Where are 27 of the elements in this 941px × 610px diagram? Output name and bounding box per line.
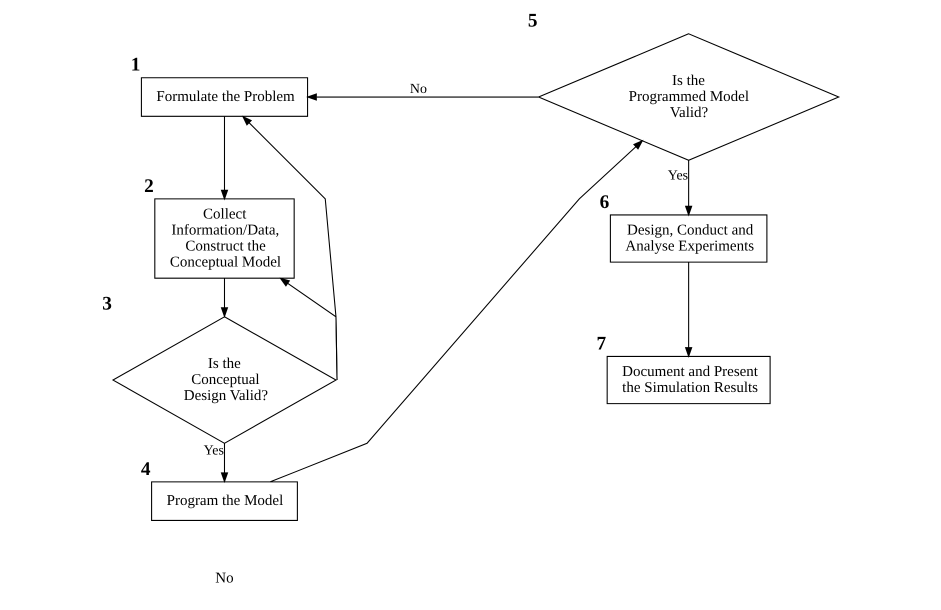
label: No <box>215 570 234 586</box>
node-diamond: Is the Conceptual Design Valid? <box>112 316 338 444</box>
node-label: 4 <box>140 458 151 480</box>
node-box: Program the Model <box>151 481 298 521</box>
arrow <box>279 278 338 380</box>
arrow <box>220 278 228 318</box>
edge-label: Yes <box>204 443 224 458</box>
arrow <box>306 93 538 101</box>
edge-label: Yes <box>668 168 688 184</box>
node-label: 5 <box>528 10 538 32</box>
arrow <box>242 115 338 380</box>
node-box: Collect Information/Data, Construct the Conceptual Model <box>154 198 295 279</box>
node-box: Formulate the Problem <box>140 77 308 117</box>
node-label: 3 <box>102 294 112 315</box>
arrow <box>684 160 692 217</box>
arrow <box>270 140 644 482</box>
node-box: Design, Conduct and Analyse Experiments <box>610 214 768 263</box>
arrow <box>220 116 228 200</box>
node-label: 7 <box>596 333 606 354</box>
node-diamond: Is the Programmed Model Valid? <box>537 33 840 161</box>
node-label: 6 <box>600 192 610 213</box>
edge-label: No <box>410 82 427 98</box>
node-label: 2 <box>144 176 154 197</box>
arrow <box>684 262 692 358</box>
node-label: 1 <box>130 54 140 76</box>
node-box: Document and Present the Simulation Results <box>606 356 771 404</box>
arrow <box>220 443 228 484</box>
